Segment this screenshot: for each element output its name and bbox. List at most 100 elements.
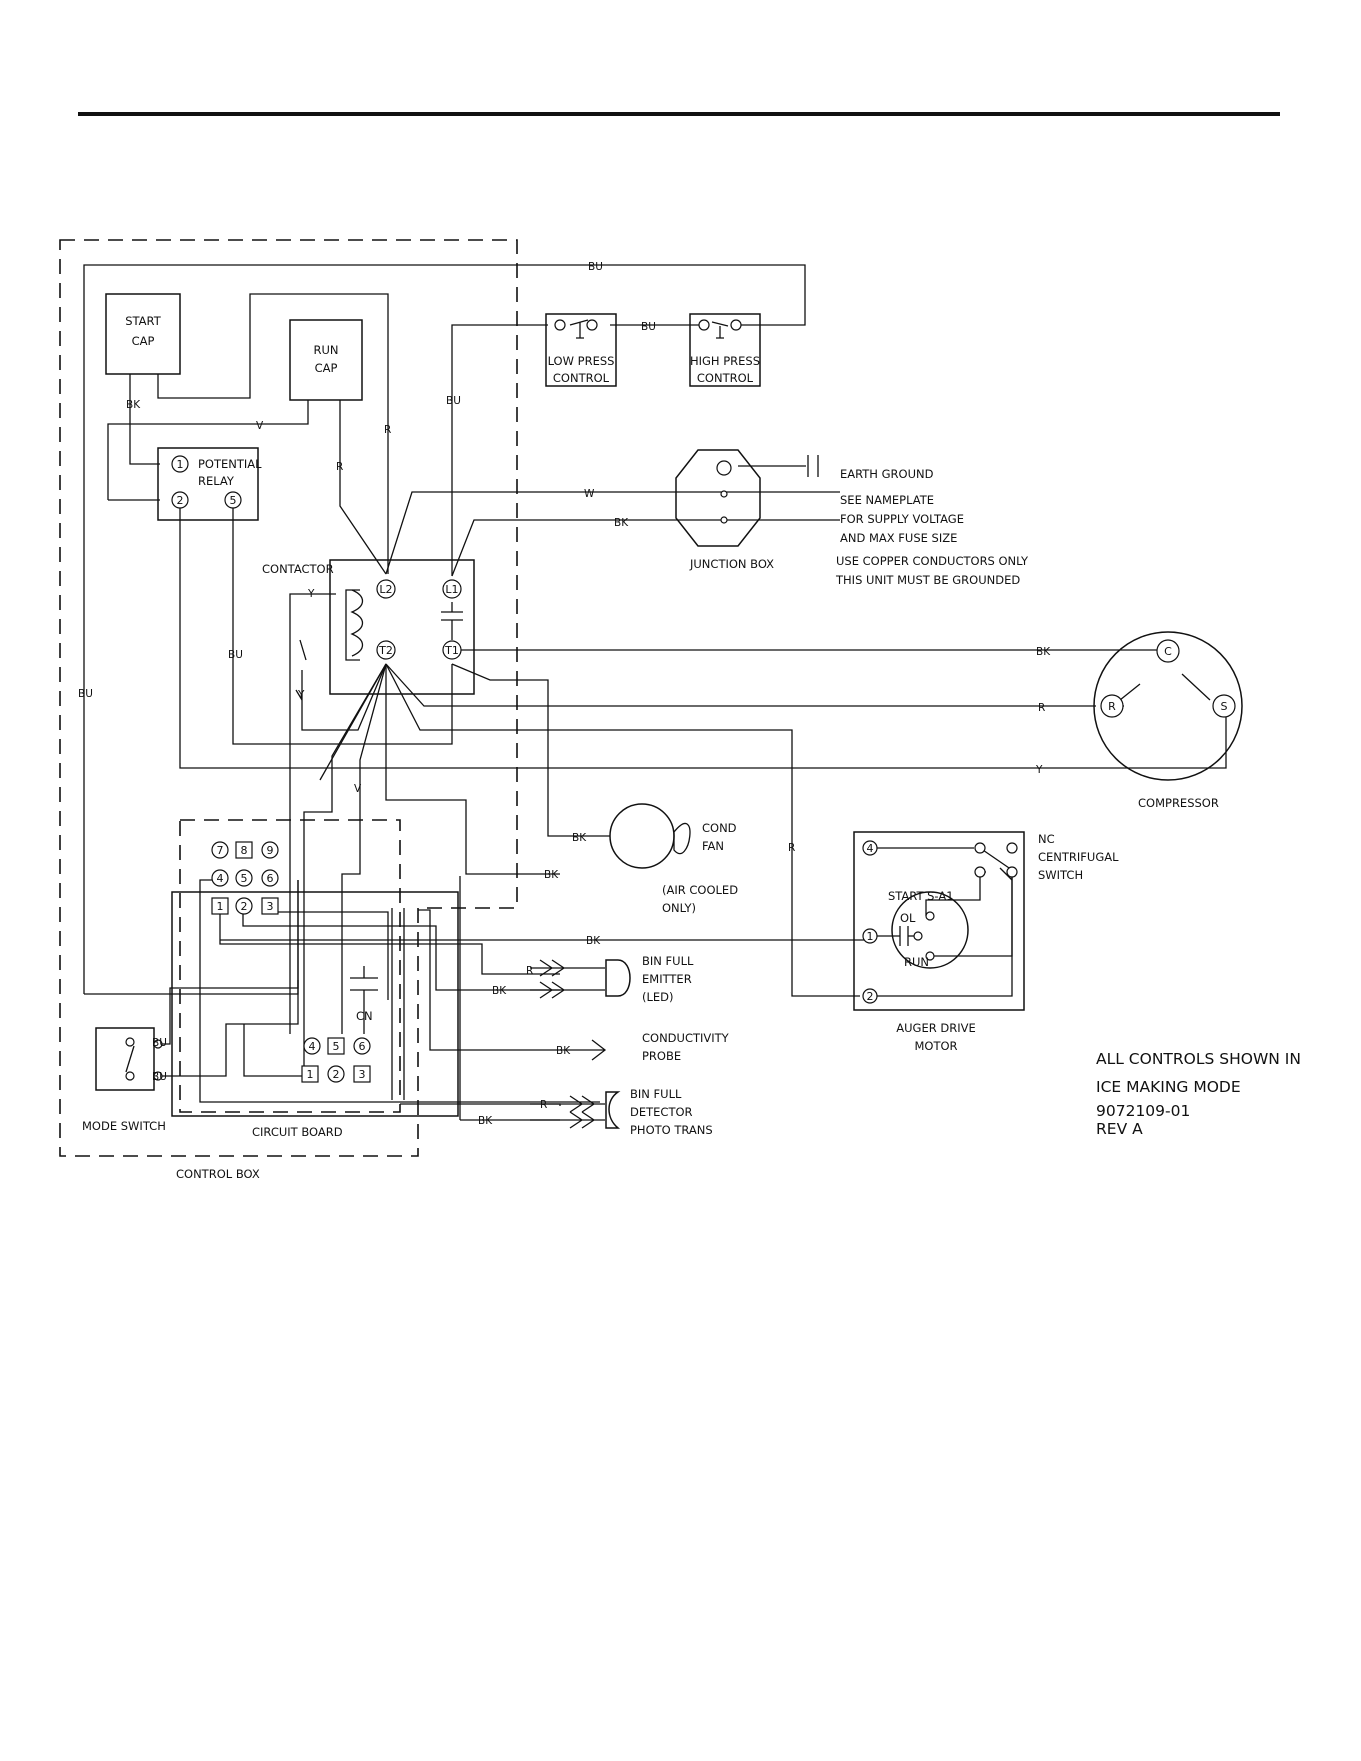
contactor-t1: T1 bbox=[444, 644, 459, 657]
wire-label-r-emitter: R bbox=[526, 965, 533, 977]
relay-terminal-5: 5 bbox=[230, 494, 237, 507]
wire-label-y-coil: Y bbox=[307, 588, 315, 600]
run-cap-box bbox=[289, 319, 363, 401]
board-lower-terminal-5: 5 bbox=[333, 1040, 340, 1053]
must-be-grounded-label: THIS UNIT MUST BE GROUNDED bbox=[835, 573, 1020, 587]
wire-label-bu-l1: BU bbox=[446, 395, 461, 407]
wire-label-bk-startcap: BK bbox=[126, 399, 141, 411]
revision-label: REV A bbox=[1096, 1120, 1143, 1138]
wire-label-bk-compressor: BK bbox=[1036, 646, 1051, 658]
board-terminal-6: 6 bbox=[267, 872, 274, 885]
air-cooled-label-2: ONLY) bbox=[662, 901, 696, 915]
earth-ground-label: EARTH GROUND bbox=[840, 467, 934, 481]
wire-label-bk-centrifugal: BK bbox=[586, 935, 601, 947]
wire-label-r-detector: R bbox=[540, 1099, 547, 1111]
board-lower-terminal-4: 4 bbox=[309, 1040, 316, 1053]
relay-terminal-2: 2 bbox=[177, 494, 184, 507]
part-number: 9072109-01 bbox=[1096, 1102, 1190, 1120]
high-press-label-2: CONTROL bbox=[697, 371, 754, 385]
wire-label-r-runcap: R bbox=[336, 461, 343, 473]
board-lower-terminal-3: 3 bbox=[359, 1068, 366, 1081]
contactor-t2: T2 bbox=[378, 644, 393, 657]
supply-voltage-label: FOR SUPPLY VOLTAGE bbox=[840, 512, 964, 526]
low-press-label: LOW PRESS bbox=[548, 354, 615, 368]
start-cap-label-2: CAP bbox=[132, 334, 155, 348]
contactor-box bbox=[329, 559, 475, 695]
board-terminal-8: 8 bbox=[241, 844, 248, 857]
start-s-a1-label: START S-A1 bbox=[888, 889, 954, 903]
auger-motor-label: MOTOR bbox=[914, 1039, 957, 1053]
terminal-rings bbox=[153, 455, 1236, 1083]
board-terminal-9: 9 bbox=[267, 844, 274, 857]
board-terminal-2: 2 bbox=[241, 900, 248, 913]
auger-terminal-2: 2 bbox=[867, 990, 874, 1003]
wire-label-bu-mode2: BU bbox=[152, 1071, 167, 1083]
board-lower-terminal-1: 1 bbox=[307, 1068, 314, 1081]
wire-label-r-compressor: R bbox=[1038, 702, 1045, 714]
auger-motor-box bbox=[853, 831, 1025, 1011]
start-cap-box bbox=[105, 293, 181, 375]
wire-label-y-compressor: Y bbox=[1035, 764, 1043, 776]
potential-relay-box bbox=[157, 447, 259, 521]
potential-relay-label: POTENTIAL bbox=[198, 457, 262, 471]
control-box-outline bbox=[59, 239, 518, 1157]
wire-color-labels: BU BU BU BK V R R W BK Y BU Y BU BK R Y … bbox=[78, 261, 1051, 1127]
low-press-label-2: CONTROL bbox=[553, 371, 610, 385]
wire-label-w: W bbox=[584, 488, 595, 500]
contactor-l2: L2 bbox=[379, 583, 392, 596]
wire-label-bk-junction: BK bbox=[614, 517, 629, 529]
compressor-c: C bbox=[1164, 645, 1172, 658]
relay-terminal-1: 1 bbox=[177, 458, 184, 471]
centrifugal-label: CENTRIFUGAL bbox=[1038, 850, 1119, 864]
cond-fan-label: COND bbox=[702, 821, 737, 835]
contactor-l1: L1 bbox=[445, 583, 458, 596]
wire-label-r-auger: R bbox=[788, 842, 795, 854]
bin-detector-label: BIN FULL bbox=[630, 1087, 682, 1101]
auger-drive-label: AUGER DRIVE bbox=[896, 1021, 975, 1035]
wire-label-r-top: R bbox=[384, 424, 391, 436]
bin-emitter-label-3: (LED) bbox=[642, 990, 674, 1004]
run-label: RUN bbox=[904, 955, 929, 969]
cond-fan-motor bbox=[609, 803, 675, 869]
compressor-r: R bbox=[1108, 700, 1116, 713]
wire-label-bu-press: BU bbox=[641, 321, 656, 333]
copper-conductors-label: USE COPPER CONDUCTORS ONLY bbox=[836, 554, 1029, 568]
cond-fan-label-2: FAN bbox=[702, 839, 724, 853]
contactor-label: CONTACTOR bbox=[262, 562, 334, 576]
circuit-board-outline bbox=[179, 819, 401, 1113]
board-lower-terminal-2: 2 bbox=[333, 1068, 340, 1081]
wire-label-bk-fan2: BK bbox=[544, 869, 559, 881]
cn-label: CN bbox=[356, 1009, 373, 1023]
board-terminal-1: 1 bbox=[217, 900, 224, 913]
junction-box bbox=[675, 449, 761, 547]
controls-note-line-1: ALL CONTROLS SHOWN IN bbox=[1096, 1050, 1301, 1068]
max-fuse-label: AND MAX FUSE SIZE bbox=[840, 531, 957, 545]
junction-box-label: JUNCTION BOX bbox=[689, 557, 774, 571]
auger-terminal-4: 4 bbox=[867, 842, 874, 855]
controls-note-line-2: ICE MAKING MODE bbox=[1096, 1078, 1241, 1096]
wire-label-bu-top: BU bbox=[588, 261, 603, 273]
control-box-label: CONTROL BOX bbox=[176, 1167, 260, 1181]
mode-switch-box bbox=[95, 1027, 155, 1091]
board-terminal-7: 7 bbox=[217, 844, 224, 857]
compressor-s: S bbox=[1221, 700, 1228, 713]
wire-label-bu-mode1: BU bbox=[152, 1037, 167, 1049]
bin-emitter-label: BIN FULL bbox=[642, 954, 694, 968]
run-cap-label: RUN bbox=[313, 343, 338, 357]
board-lower-terminal-6: 6 bbox=[359, 1040, 366, 1053]
board-terminal-4: 4 bbox=[217, 872, 224, 885]
compressor-label: COMPRESSOR bbox=[1138, 796, 1219, 810]
high-press-box bbox=[689, 313, 761, 387]
notes: ALL CONTROLS SHOWN IN ICE MAKING MODE 90… bbox=[1096, 1050, 1301, 1138]
mode-switch-label: MODE SWITCH bbox=[82, 1119, 166, 1133]
board-terminal-5: 5 bbox=[241, 872, 248, 885]
board-terminal-3: 3 bbox=[267, 900, 274, 913]
nc-label: NC bbox=[1038, 832, 1055, 846]
circuit-board-box bbox=[171, 891, 459, 1117]
wire-label-bk-emitter: BK bbox=[492, 985, 507, 997]
terminal-numbers: 1 2 5 L2 L1 T2 T1 C R S 7 8 9 4 5 6 1 2 … bbox=[177, 458, 1228, 1081]
wire-label-bk-probe: BK bbox=[556, 1045, 571, 1057]
wire-label-bu-relay: BU bbox=[228, 649, 243, 661]
see-nameplate-label: SEE NAMEPLATE bbox=[840, 493, 934, 507]
